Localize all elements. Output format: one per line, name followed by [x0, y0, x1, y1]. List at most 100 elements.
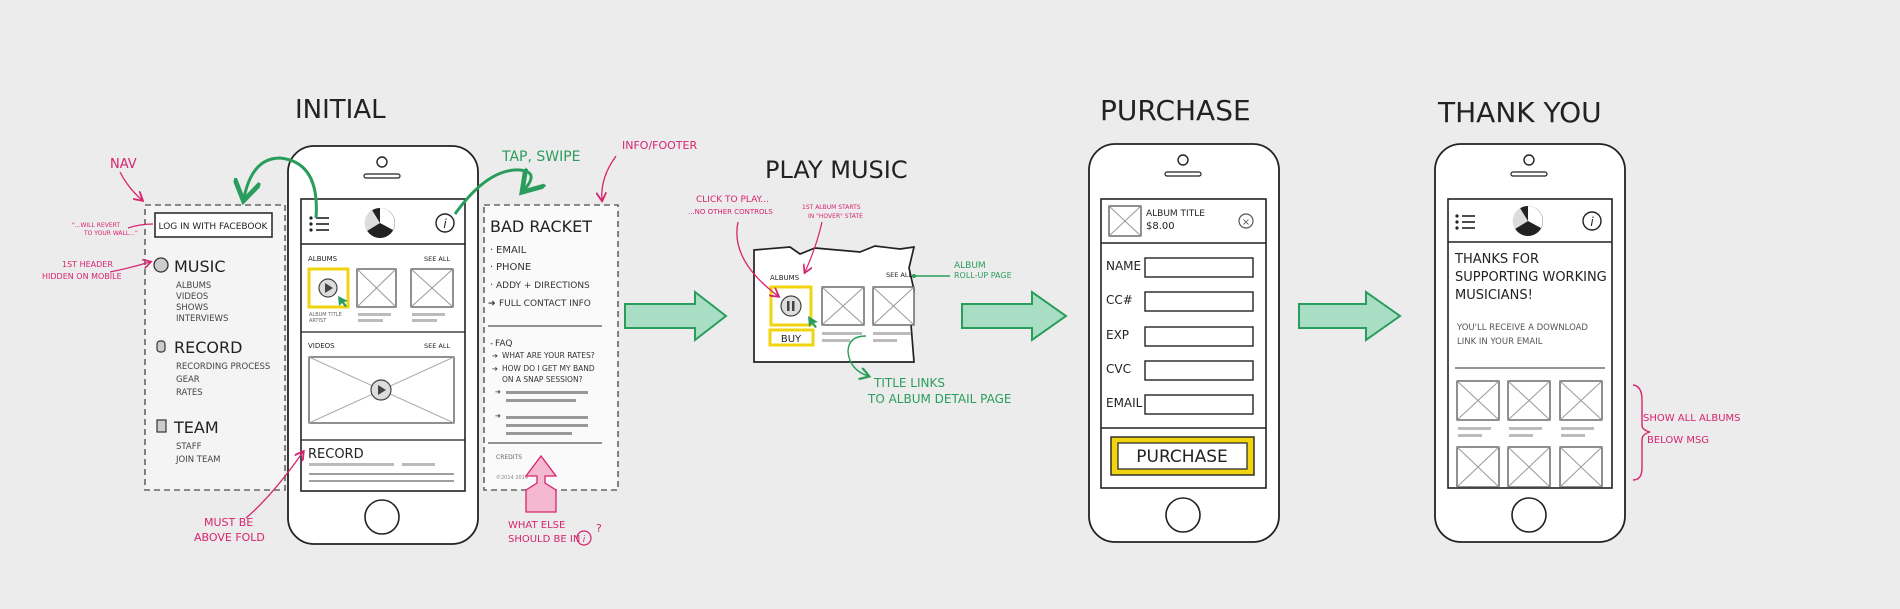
step-title-play-music: PLAY MUSIC	[765, 156, 908, 184]
faq-item[interactable]: WHAT ARE YOUR RATES?	[502, 351, 595, 360]
name-field[interactable]	[1144, 257, 1254, 278]
up-arrow-icon	[524, 454, 558, 513]
svg-text:➔: ➔	[495, 412, 501, 420]
nav-item[interactable]: VIDEOS	[176, 292, 208, 302]
annotation-will-revert: "...WILL REVERT	[72, 222, 120, 229]
album-thumb[interactable]	[1559, 446, 1603, 488]
album-thumb[interactable]	[1507, 446, 1551, 488]
team-icon	[156, 419, 167, 433]
flow-arrow	[1298, 290, 1402, 342]
see-all-videos-link[interactable]: SEE ALL	[424, 342, 450, 350]
annotation-header-hidden: HIDDEN ON MOBILE	[42, 272, 122, 281]
annotations-green: TAP, SWIPE ALBUM ROLL-UP PAGE TITLE LINK…	[244, 149, 1012, 406]
album-thumb[interactable]	[1456, 446, 1500, 488]
svg-text:i: i	[1590, 215, 1594, 229]
album-artist: ARTIST	[309, 318, 327, 324]
email-field[interactable]	[1144, 394, 1254, 415]
record-section-label: RECORD	[308, 447, 364, 462]
screen	[1447, 198, 1613, 489]
album-thumb[interactable]	[1456, 380, 1500, 421]
annotation-must-be: ABOVE FOLD	[194, 531, 265, 544]
info-icon[interactable]: i	[435, 213, 455, 233]
nav-section-team[interactable]: TEAM	[173, 418, 219, 437]
logo-icon[interactable]	[364, 208, 395, 238]
menu-icon[interactable]	[1455, 214, 1475, 230]
svg-text:➔: ➔	[495, 388, 501, 396]
info-item-contact[interactable]: FULL CONTACT INFO	[499, 299, 591, 309]
buy-button-label: BUY	[781, 334, 802, 345]
nav-item[interactable]: RECORDING PROCESS	[176, 362, 270, 372]
see-all-albums-link[interactable]: SEE ALL	[424, 255, 450, 263]
annotation-info-footer: INFO/FOOTER	[622, 139, 697, 152]
annotation-what-else: SHOULD BE IN	[508, 534, 580, 545]
home-button[interactable]	[1165, 497, 1201, 533]
info-icon	[576, 530, 592, 546]
home-button[interactable]	[364, 499, 400, 535]
thanks-heading: MUSICIANS!	[1455, 288, 1533, 303]
purchase-button-label: PURCHASE	[1136, 447, 1227, 467]
svg-text:➔: ➔	[492, 352, 498, 360]
flow-arrow	[961, 290, 1068, 342]
close-icon[interactable]	[1238, 213, 1254, 229]
annotation-what-else: WHAT ELSE	[508, 520, 565, 531]
thankyou-phone: i THANKS FOR SUPPORTING WORKING MUSICIAN…	[1434, 143, 1626, 543]
nav-section-music[interactable]: MUSIC	[174, 257, 226, 276]
info-item-address[interactable]: ADDY + DIRECTIONS	[496, 281, 590, 291]
albums-label: ALBUMS	[770, 274, 800, 282]
album-thumb[interactable]	[410, 268, 454, 308]
music-note-icon	[153, 257, 169, 273]
info-item-email[interactable]: EMAIL	[496, 245, 527, 256]
nav-item[interactable]: GEAR	[176, 375, 200, 385]
svg-text:·: ·	[490, 280, 493, 291]
nav-item[interactable]: JOIN TEAM	[175, 455, 220, 465]
album-thumb-active[interactable]	[307, 267, 350, 309]
album-thumb[interactable]	[821, 286, 865, 326]
flow-arrow	[624, 289, 728, 343]
svg-text:➔: ➔	[492, 365, 498, 373]
home-button[interactable]	[1511, 497, 1547, 533]
nav-item[interactable]: SHOWS	[176, 303, 208, 313]
exp-field[interactable]	[1144, 326, 1254, 347]
nav-item[interactable]: RATES	[176, 388, 203, 398]
cvc-field[interactable]	[1144, 360, 1254, 381]
svg-text:-: -	[490, 339, 493, 349]
annotation-album-rollup: ROLL-UP PAGE	[954, 271, 1012, 280]
logo-icon[interactable]	[1512, 206, 1543, 236]
info-item-phone[interactable]: PHONE	[496, 262, 531, 273]
field-label-email: EMAIL	[1106, 396, 1143, 410]
faq-item[interactable]: ON A SNAP SESSION?	[502, 375, 583, 384]
buy-button[interactable]	[768, 328, 815, 347]
annotation-tap-swipe: TAP, SWIPE	[501, 149, 581, 165]
album-thumb[interactable]	[356, 268, 397, 308]
nav-item[interactable]: INTERVIEWS	[176, 314, 228, 324]
annotation-will-revert: TO YOUR WALL..."	[83, 230, 138, 237]
video-thumb[interactable]	[308, 356, 455, 424]
info-icon[interactable]: i	[1582, 211, 1602, 231]
album-thumb[interactable]	[1559, 380, 1603, 421]
thanks-heading: THANKS FOR	[1454, 252, 1539, 267]
field-label-cc: CC#	[1106, 293, 1133, 307]
album-thumb[interactable]	[872, 286, 915, 326]
facebook-login-button[interactable]	[154, 212, 273, 238]
nav-item[interactable]: ALBUMS	[176, 281, 211, 291]
album-thumb	[1108, 205, 1142, 237]
cc-field[interactable]	[1144, 291, 1254, 312]
albums-label: ALBUMS	[308, 255, 338, 263]
mic-icon	[156, 340, 166, 353]
annotation-must-be: MUST BE	[204, 516, 253, 529]
annotation-nav: NAV	[110, 157, 137, 172]
nav-item[interactable]: STAFF	[176, 442, 202, 452]
faq-item[interactable]: HOW DO I GET MY BAND	[502, 364, 595, 373]
menu-icon[interactable]	[309, 216, 329, 232]
thanks-body: YOU'LL RECEIVE A DOWNLOAD	[1456, 323, 1588, 333]
annotation-click-to-play: CLICK TO PLAY...	[696, 195, 769, 205]
album-thumb[interactable]	[1507, 380, 1551, 421]
see-all-albums-link[interactable]: SEE ALL	[886, 271, 912, 279]
footer-small-text: ©2014 2014	[496, 474, 528, 481]
svg-text:i: i	[583, 535, 586, 545]
annotation-title-links: TO ALBUM DETAIL PAGE	[867, 392, 1011, 406]
pause-icon[interactable]	[780, 295, 802, 317]
nav-section-record[interactable]: RECORD	[174, 338, 242, 357]
annotation-what-else-q: ?	[596, 522, 602, 535]
